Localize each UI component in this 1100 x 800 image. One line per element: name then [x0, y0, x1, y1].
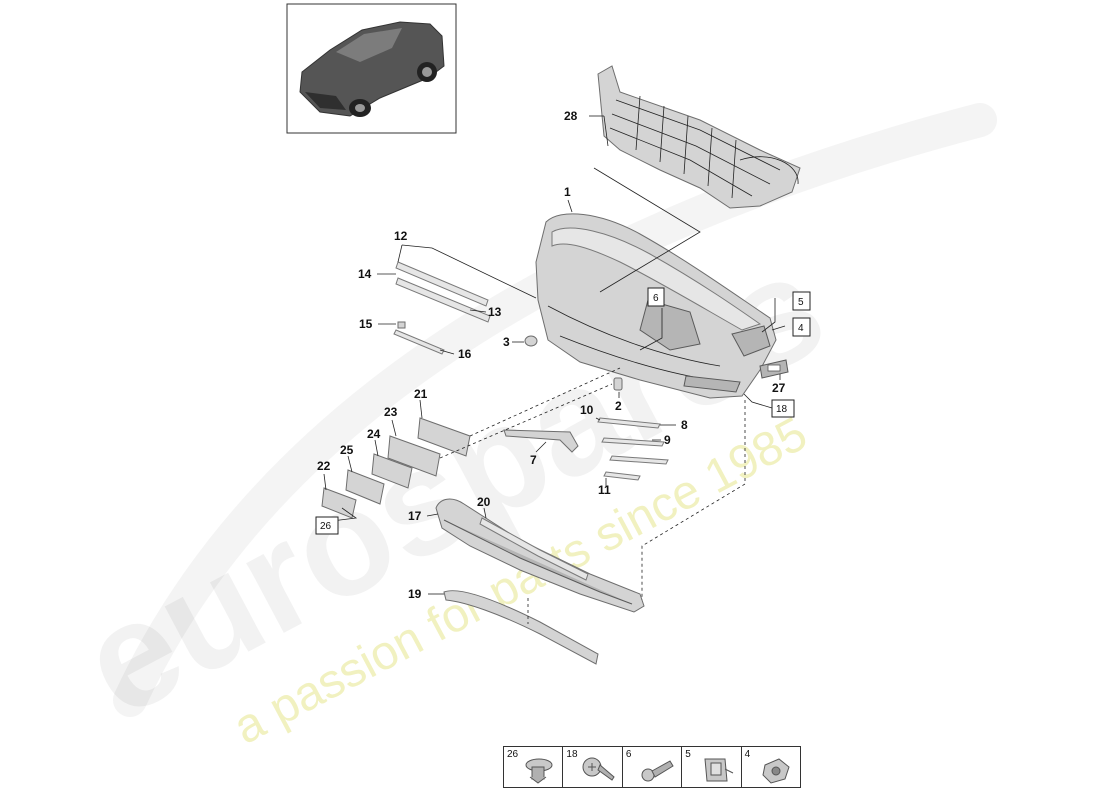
callout-27: 27	[772, 381, 786, 395]
callout-19: 19	[408, 587, 422, 601]
svg-text:6: 6	[653, 293, 659, 304]
legend-cell-26: 26	[504, 747, 562, 787]
callout-2: 2	[615, 399, 622, 413]
callout-8: 8	[681, 418, 688, 432]
svg-text:26: 26	[320, 521, 332, 532]
callout-23: 23	[384, 405, 398, 419]
callout-25: 25	[340, 443, 354, 457]
callout-20: 20	[477, 495, 491, 509]
callout-labels: 28 1 12 14 13 15 16 3 2 27 10 8 9 7 11 2…	[317, 109, 786, 601]
part-24-plate	[371, 453, 413, 489]
callout-12: 12	[394, 229, 408, 243]
fastener-legend: 26 18 6 5 4	[503, 746, 801, 788]
boxed-callout-4: 4	[792, 317, 811, 337]
callout-11: 11	[598, 483, 611, 497]
spreading-rivet-icon	[641, 760, 674, 782]
pan-head-screw-icon	[582, 757, 616, 781]
clip-nut-icon	[762, 758, 790, 784]
expanding-rivet-icon	[525, 758, 553, 784]
callout-28: 28	[564, 109, 578, 123]
boxed-callout-6: 6	[647, 287, 665, 307]
part-8-11-strips	[597, 417, 669, 481]
callout-21: 21	[414, 387, 428, 401]
part-3-plug	[524, 335, 538, 347]
callout-16: 16	[458, 347, 472, 361]
boxed-callout-26: 26	[315, 516, 339, 535]
svg-text:5: 5	[798, 297, 804, 308]
leader-lines	[323, 115, 786, 595]
callout-24: 24	[367, 427, 381, 441]
car-thumbnail-icon	[299, 21, 445, 117]
svg-text:4: 4	[798, 323, 804, 334]
part-19-lip-strip	[443, 590, 599, 665]
legend-cell-6: 6	[621, 747, 681, 787]
callout-14: 14	[358, 267, 372, 281]
part-28-grille	[597, 65, 801, 209]
legend-label: 5	[685, 749, 691, 760]
callout-3: 3	[503, 335, 510, 349]
part-27-seal	[759, 359, 789, 379]
callout-17: 17	[408, 509, 422, 523]
callout-9: 9	[664, 433, 671, 447]
part-21-plate	[417, 417, 471, 457]
callout-22: 22	[317, 459, 331, 473]
legend-label: 26	[507, 749, 519, 760]
legend-label: 18	[566, 749, 578, 760]
spring-clip-icon	[704, 758, 734, 782]
legend-label: 4	[744, 749, 751, 760]
part-23-plate	[387, 435, 441, 477]
callout-1: 1	[564, 185, 571, 199]
legend-cell-4: 4	[740, 747, 800, 787]
part-12-16-trim-strips	[393, 261, 491, 355]
legend-label: 6	[625, 749, 632, 760]
boxed-callout-5: 5	[792, 291, 811, 311]
part-22-plate	[321, 487, 357, 519]
car-thumbnail	[286, 3, 457, 134]
part-7-bracket	[503, 429, 579, 453]
callout-7: 7	[530, 453, 537, 467]
callout-10: 10	[580, 403, 594, 417]
boxed-callouts: 6 5 4 18 26	[315, 287, 811, 535]
legend-cell-5: 5	[681, 747, 740, 787]
callout-13: 13	[488, 305, 502, 319]
part-25-plate	[345, 469, 385, 505]
callout-15: 15	[359, 317, 373, 331]
svg-text:18: 18	[776, 404, 788, 415]
part-20-insert	[479, 517, 589, 581]
boxed-callout-18: 18	[771, 399, 795, 418]
legend-cell-18: 18	[562, 747, 621, 787]
part-2-clip	[613, 377, 623, 391]
dashed-guide-lines	[439, 367, 746, 624]
